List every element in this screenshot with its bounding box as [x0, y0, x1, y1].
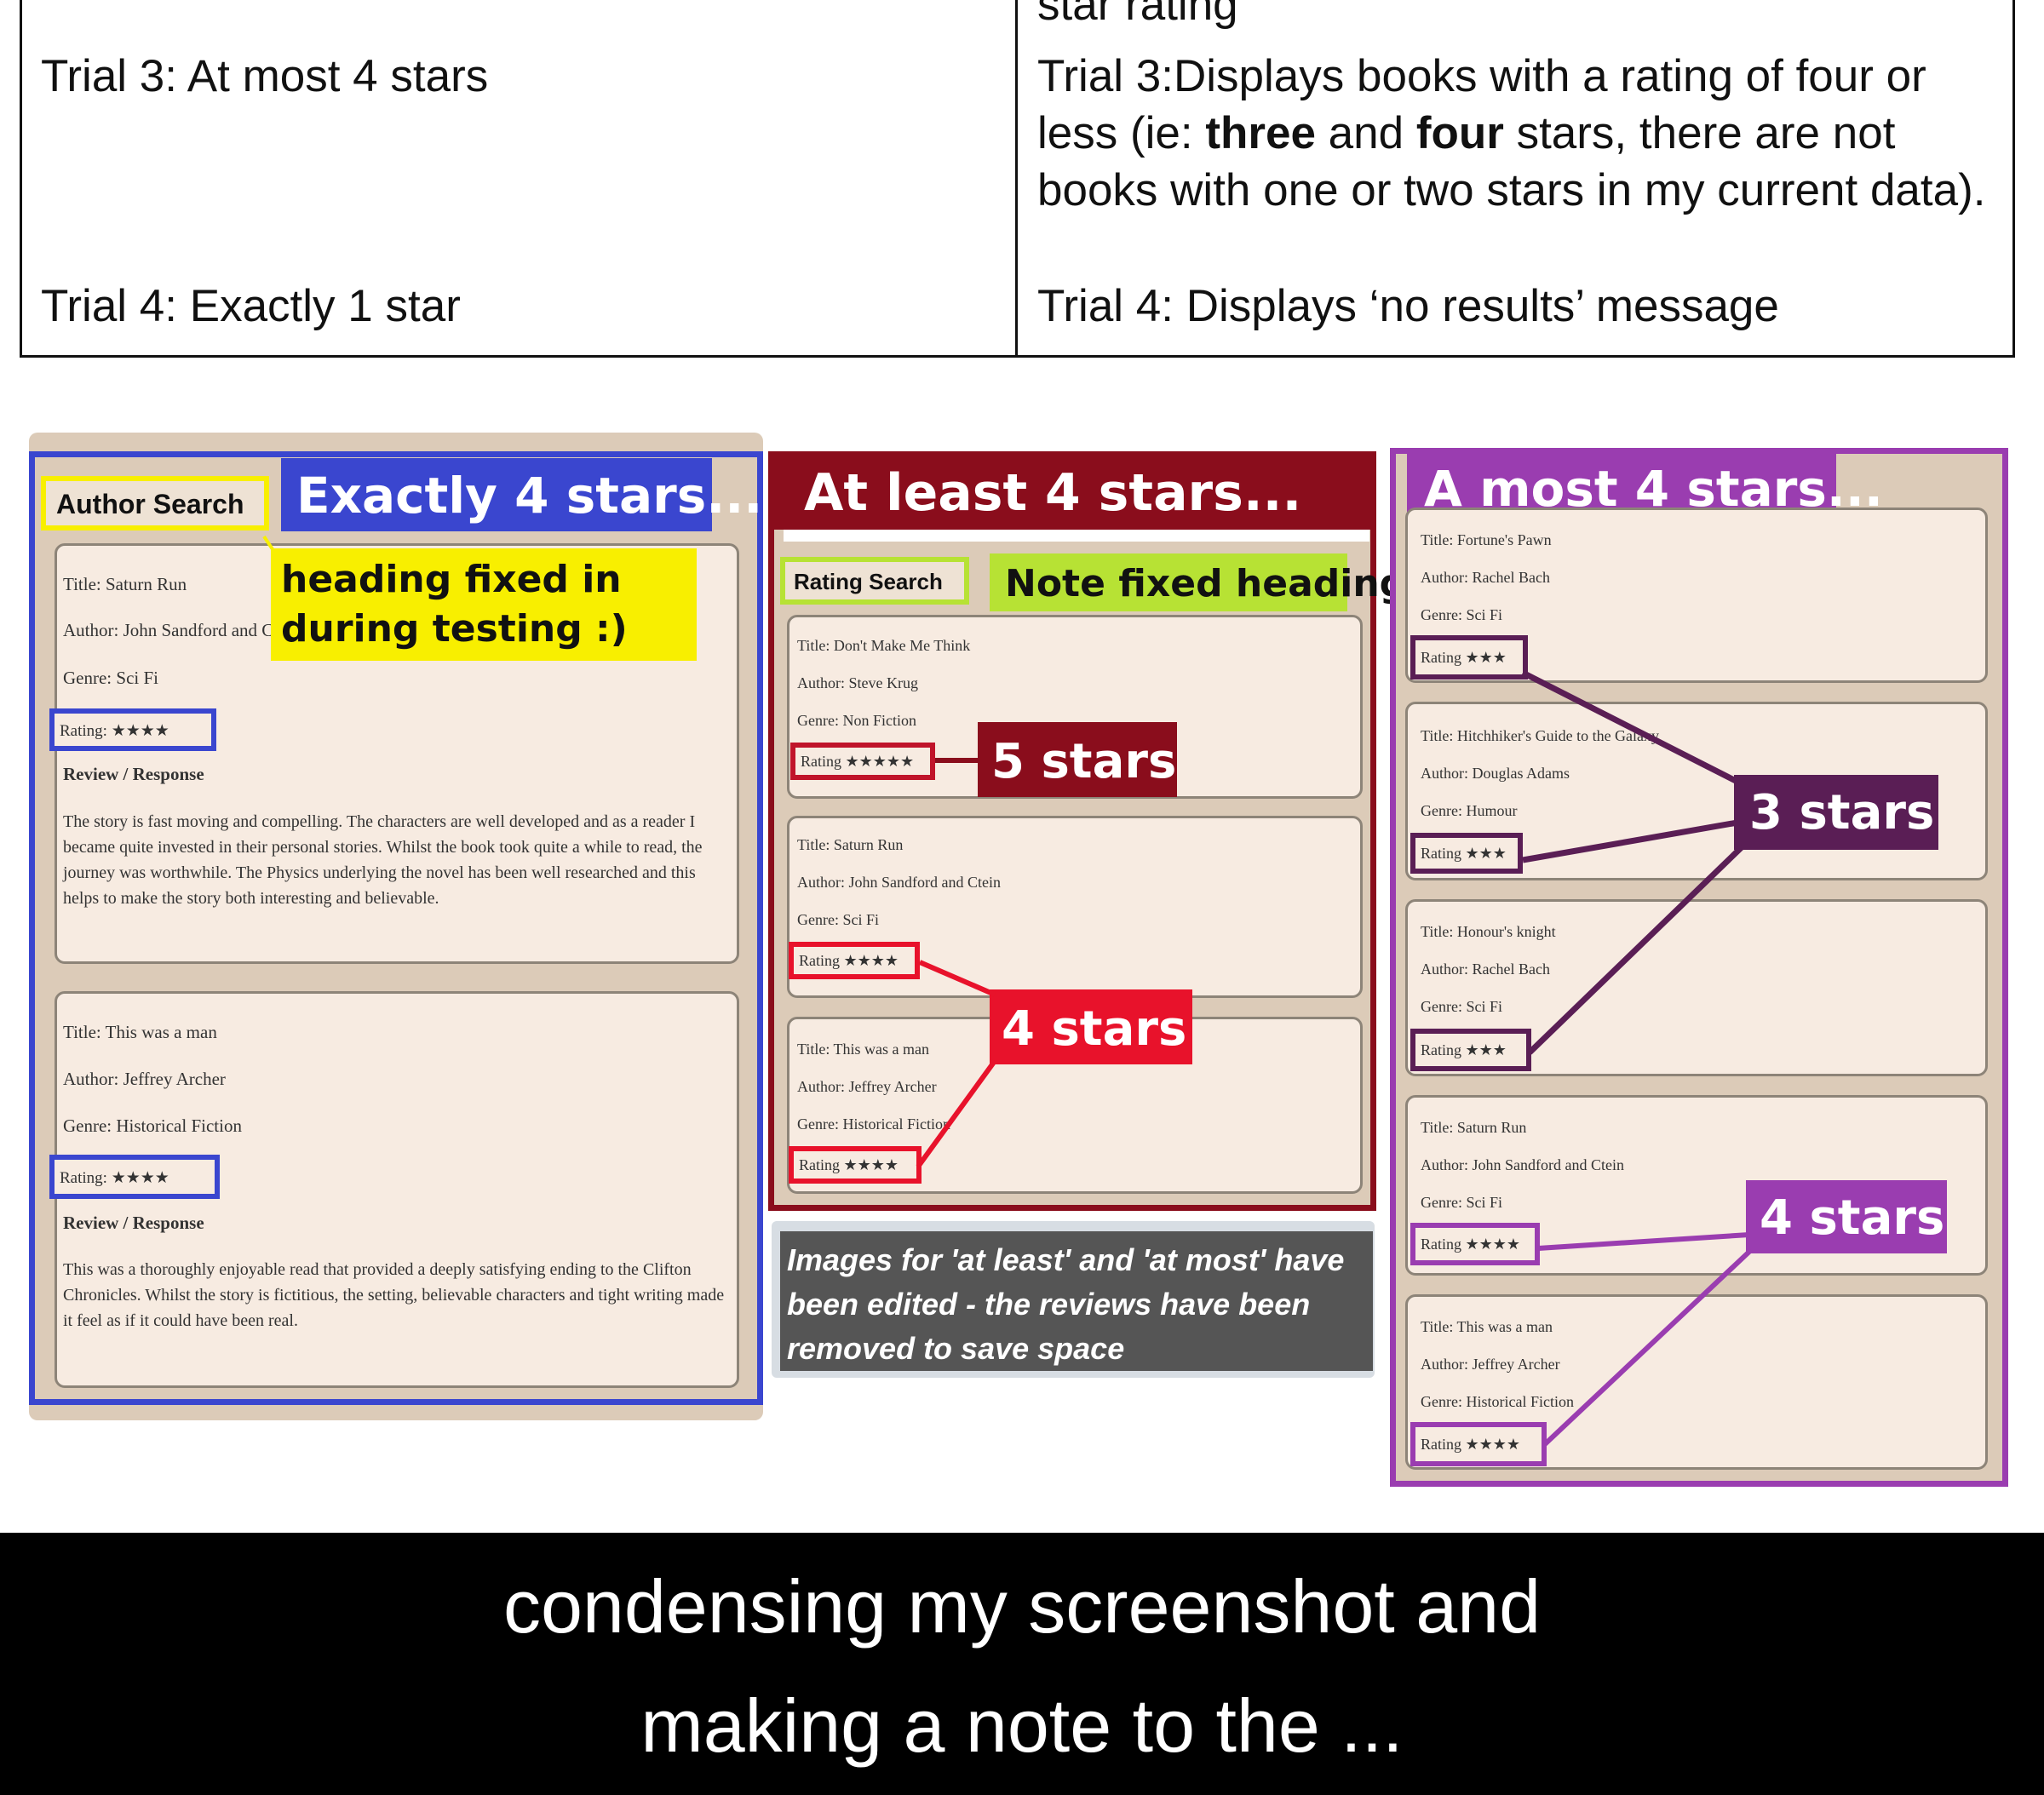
book-genre: Genre: Sci Fi	[1421, 1194, 1502, 1211]
book-author: Author: Jeffrey Archer	[797, 1078, 937, 1095]
book-author: Author: Jeffrey Archer	[63, 1069, 226, 1089]
book-title: Title: Saturn Run	[797, 836, 904, 853]
table-cell-trial3-test: Trial 3: At most 4 stars	[41, 51, 489, 101]
edited-images-note: Images for 'at least' and 'at most' have…	[780, 1231, 1373, 1371]
book-title: Title: Hitchhiker's Guide to the Galaxy	[1421, 727, 1660, 744]
book-rating: Rating ★★★	[1410, 635, 1528, 680]
book-author: Author: Rachel Bach	[1421, 961, 1550, 978]
review-label: Review / Response	[63, 1213, 204, 1233]
book-genre: Genre: Historical Fiction	[1421, 1393, 1574, 1410]
author-search-heading: Author Search	[41, 476, 269, 530]
book-genre: Genre: Historical Fiction	[63, 1115, 242, 1136]
three-stars-label: 3 stars	[1734, 775, 1938, 850]
book-review: The story is fast moving and compelling.…	[63, 812, 703, 908]
table-cell-right-top: star rating	[1037, 0, 1238, 30]
book-rating: Rating ★★★★	[789, 1146, 922, 1184]
book-author: Author: Douglas Adams	[1421, 765, 1570, 782]
book-rating: Rating: ★★★★	[49, 1155, 220, 1199]
book-genre: Genre: Non Fiction	[797, 712, 916, 729]
four-stars-label: 4 stars	[990, 989, 1192, 1064]
table-cell-trial3-result: Trial 3:Displays books with a rating of …	[1037, 51, 1986, 215]
book-genre: Genre: Historical Fiction	[797, 1115, 950, 1133]
book-rating: Rating ★★★★	[789, 942, 920, 979]
book-rating: Rating ★★★★★	[790, 743, 935, 780]
book-title: Title: Honour's knight	[1421, 923, 1556, 940]
book-title: Title: This was a man	[63, 1022, 217, 1042]
table-column-divider	[1015, 0, 1018, 358]
subtitle-line-2: making a note to the ...	[640, 1683, 1404, 1768]
five-stars-label: 5 stars	[978, 722, 1177, 797]
book-author: Author: Rachel Bach	[1421, 569, 1550, 586]
book-author: Author: Jeffrey Archer	[1421, 1356, 1560, 1373]
book-title: Title: Fortune's Pawn	[1421, 531, 1552, 548]
book-title: Title: Saturn Run	[63, 574, 187, 594]
book-author: Author: John Sandford and Ctein	[797, 874, 1001, 891]
book-author: Author: John Sandford and Ctein	[1421, 1156, 1624, 1173]
review-label: Review / Response	[63, 764, 204, 784]
book-rating: Rating ★★★★	[1410, 1223, 1540, 1265]
exactly-4-stars-outline	[29, 451, 763, 1405]
banner-gap	[784, 530, 1369, 542]
note-fixed-heading: Note fixed heading	[990, 553, 1406, 611]
book-genre: Genre: Sci Fi	[1421, 606, 1502, 623]
book-review: This was a thoroughly enjoyable read tha…	[63, 1260, 725, 1330]
book-rating: Rating ★★★	[1410, 1029, 1531, 1071]
subtitle-line-1: condensing my screenshot and	[502, 1564, 1542, 1649]
book-rating: Rating: ★★★★	[49, 708, 216, 751]
book-genre: Genre: Humour	[1421, 802, 1518, 819]
rating-search-heading: Rating Search	[780, 557, 969, 605]
book-title: Title: Saturn Run	[1421, 1119, 1527, 1136]
book-title: Title: This was a man	[1421, 1318, 1553, 1335]
table-cell-trial4-result: Trial 4: Displays ‘no results’ message	[1037, 281, 1779, 331]
four-stars-label: 4 stars	[1746, 1180, 1947, 1253]
table-cell-trial4-test: Trial 4: Exactly 1 star	[41, 281, 461, 331]
book-genre: Genre: Sci Fi	[797, 911, 879, 928]
book-rating: Rating ★★★★	[1410, 1422, 1547, 1466]
heading-fixed-note: heading fixed in during testing :)	[271, 548, 697, 661]
book-genre: Genre: Sci Fi	[63, 668, 158, 688]
video-subtitle-bar	[0, 1533, 2044, 1795]
book-author: Author: Steve Krug	[797, 674, 918, 691]
book-author: Author: John Sandford and Ctein	[63, 620, 301, 640]
exactly-4-stars-banner: Exactly 4 stars...	[281, 458, 762, 531]
at-least-4-stars-banner: At least 4 stars...	[768, 451, 1376, 530]
book-title: Title: This was a man	[797, 1041, 930, 1058]
book-title: Title: Don't Make Me Think	[797, 637, 971, 654]
book-rating: Rating ★★★	[1410, 833, 1523, 874]
book-genre: Genre: Sci Fi	[1421, 998, 1502, 1015]
